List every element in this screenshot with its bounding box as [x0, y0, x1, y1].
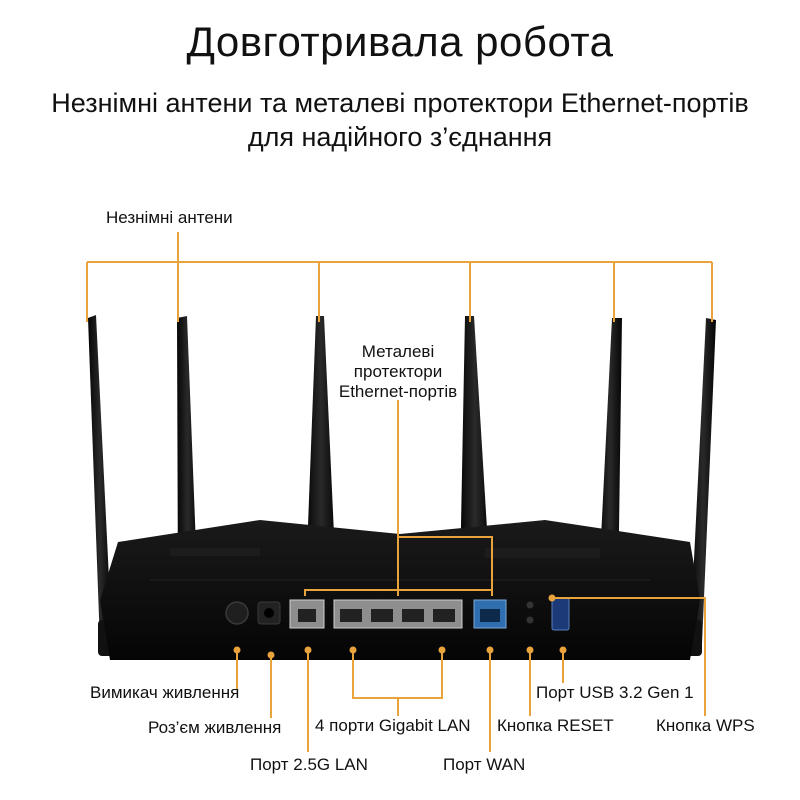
- antenna-4: [460, 316, 490, 578]
- reset-button: [526, 616, 534, 624]
- wan-socket: [480, 609, 500, 622]
- router-ports: [225, 597, 570, 631]
- page-title: Довготривала робота: [186, 18, 614, 65]
- wan-port-label: Порт WAN: [443, 755, 526, 774]
- page-subtitle-line-1: Незнімні антени та металеві протектори E…: [51, 88, 749, 118]
- lan-socket-2: [371, 609, 393, 622]
- lan-socket-1: [340, 609, 362, 622]
- reset-button-label: Кнопка RESET: [497, 716, 614, 735]
- antenna-1: [88, 315, 112, 644]
- power-jack-label: Роз’єм живлення: [148, 718, 282, 737]
- port-protectors-label-line-1: Металеві: [361, 342, 435, 361]
- lan-25g-socket: [298, 609, 316, 622]
- antennas: [88, 315, 716, 656]
- antennas-label: Незнімні антени: [106, 208, 233, 227]
- power-jack-hole: [264, 608, 274, 618]
- usb-port: [551, 597, 570, 631]
- power-switch: [225, 601, 249, 625]
- lan-25g-label: Порт 2.5G LAN: [250, 755, 368, 774]
- lan-socket-4: [433, 609, 455, 622]
- page-subtitle-line-2: для надійного з’єднання: [247, 122, 553, 152]
- antenna-2: [177, 316, 198, 600]
- port-protectors-label-line-3: Ethernet-портів: [338, 382, 458, 401]
- antenna-leader-lines: [86, 232, 713, 322]
- wps-button: [526, 601, 534, 609]
- gigabit-lan-label: 4 порти Gigabit LAN: [315, 716, 471, 735]
- protector-leader-lines: [304, 400, 493, 596]
- usb-port-label: Порт USB 3.2 Gen 1: [536, 683, 694, 702]
- port-leader-lines: [233, 594, 706, 752]
- antenna-6: [690, 318, 716, 644]
- wps-button-label: Кнопка WPS: [656, 716, 755, 735]
- power-switch-label: Вимикач живлення: [90, 683, 240, 702]
- lan-socket-3: [402, 609, 424, 622]
- antenna-3: [306, 316, 336, 578]
- port-protectors-label-line-2: протектори: [353, 362, 443, 381]
